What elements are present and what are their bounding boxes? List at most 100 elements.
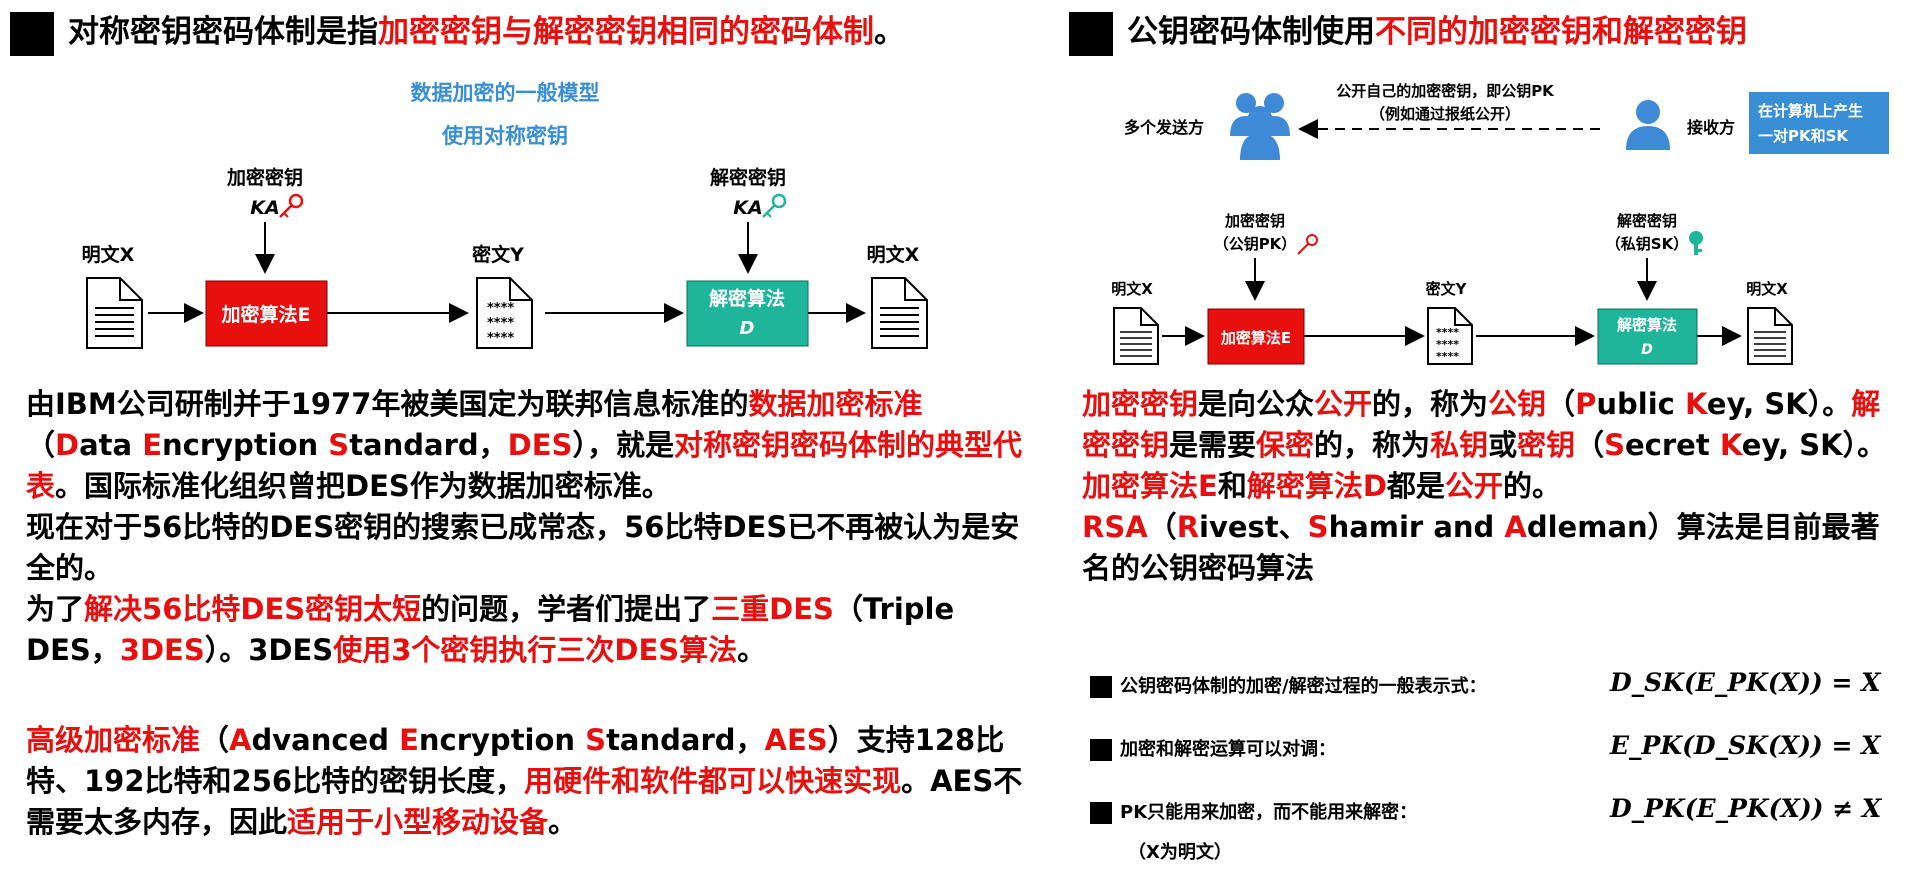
highlighted-text: S — [1604, 428, 1626, 462]
heading-highlight: 加密密钥与解密密钥相同的密码体制 — [378, 14, 874, 50]
highlighted-text: 加密密钥 — [1082, 387, 1199, 421]
body-text: 的，称为 — [1314, 428, 1431, 462]
body-text: （ — [1546, 387, 1576, 421]
key-pair-line-1: 在计算机上产生 — [1758, 102, 1863, 120]
aes-paragraph: 高级加密标准（Advanced Encryption Standard，AES）… — [26, 720, 1026, 843]
plaintext-in-document — [86, 277, 143, 349]
highlighted-text: K — [1684, 387, 1707, 421]
plaintext-out-label: 明文X — [867, 243, 920, 266]
body-text: hamir and — [1328, 510, 1505, 544]
des-paragraph: 由IBM公司研制并于1977年被美国定为联邦信息标准的数据加密标准（Data E… — [26, 384, 1026, 671]
formula-row-3: PK只能用来加密，而不能用来解密： D_PK(E_PK(X)) ≠ X — [1090, 794, 1918, 824]
enc-key-label: 加密密钥 — [1224, 212, 1285, 230]
formula-bullet — [1090, 802, 1112, 824]
body-text: tandard， — [349, 428, 508, 462]
highlighted-text: 使用3个密钥执行三次DES算法 — [333, 633, 738, 667]
formula-row-2: 加密和解密运算可以对调： E_PK(D_SK(X)) = X — [1090, 731, 1918, 761]
body-text: ey, SK）。 — [1706, 387, 1852, 421]
formula-label: 公钥密码体制的加密/解密过程的一般表示式： — [1120, 676, 1487, 697]
aes-text: 高级加密标准（Advanced Encryption Standard，AES）… — [26, 720, 1026, 843]
highlighted-text: S — [585, 723, 607, 757]
plaintext-out-label: 明文X — [1746, 280, 1788, 298]
cipher-marks-2: **** — [487, 316, 514, 331]
body-text: ）。3DES — [204, 633, 334, 667]
body-text: 的。 — [1502, 469, 1561, 503]
highlighted-text: 密钥 — [1517, 428, 1576, 462]
body-text: 或 — [1488, 428, 1518, 462]
highlighted-text: 公钥 — [1488, 387, 1547, 421]
highlighted-text: R — [1176, 510, 1200, 544]
cipher-marks-1: **** — [1436, 326, 1459, 339]
dec-algo-box — [1597, 308, 1698, 365]
body-text: （ — [200, 723, 230, 757]
body-text: 都是 — [1386, 469, 1445, 503]
enc-key-label: 加密密钥 — [226, 166, 303, 189]
ciphertext-label: 密文Y — [1426, 280, 1468, 298]
dec-key-name: KA — [733, 197, 762, 219]
body-text: 。AES不需要太多内存，因此 — [26, 764, 1023, 839]
formula-row-1: 公钥密码体制的加密/解密过程的一般表示式： D_SK(E_PK(X)) = X — [1090, 668, 1918, 698]
body-text: dvanced — [251, 723, 400, 757]
enc-key-icon — [279, 193, 304, 218]
formula-label: PK只能用来加密，而不能用来解密： — [1120, 802, 1418, 823]
body-text: 的问题，学者们提出了 — [421, 592, 712, 626]
highlighted-text: E — [142, 428, 163, 462]
heading-bullet — [10, 11, 54, 56]
body-text: ey, SK）。 — [1741, 428, 1887, 462]
body-text: （ — [1147, 510, 1177, 544]
symmetric-heading: 对称密钥密码体制是指加密密钥与解密密钥相同的密码体制。 — [10, 6, 905, 56]
model-title: 数据加密的一般模型 — [411, 81, 600, 105]
highlighted-text: DES — [507, 428, 573, 462]
body-text: tandard， — [606, 723, 765, 757]
highlighted-text: 公开 — [1444, 469, 1503, 503]
plaintext-note: （X为明文） — [1128, 842, 1232, 863]
highlighted-text: 私钥 — [1430, 428, 1489, 462]
highlighted-text: S — [1307, 510, 1329, 544]
formula-label: 加密和解密运算可以对调： — [1120, 739, 1336, 760]
formula-bullet — [1090, 676, 1112, 698]
dec-algo-box — [686, 280, 809, 347]
private-key-icon — [1689, 231, 1703, 255]
highlighted-text: RSA — [1082, 510, 1148, 544]
body-text: （ — [26, 428, 56, 462]
body-text: （Triple DES， — [26, 592, 955, 667]
highlighted-text: 公开 — [1314, 387, 1373, 421]
body-text: 。国际标准化组织曾把DES作为数据加密标准。 — [55, 469, 671, 503]
rsa-text: RSA（Rivest、Shamir and Adleman）算法是目前最著名的公… — [1082, 507, 1894, 589]
body-text: ecret — [1625, 428, 1720, 462]
dec-algo-label-2: D — [740, 318, 755, 339]
body-text: dleman）算法是目前最著名的公钥密码算法 — [1082, 510, 1880, 585]
highlighted-text: 加密算法E — [1082, 469, 1218, 503]
des-intro: 由IBM公司研制并于1977年被美国定为联邦信息标准的数据加密标准（Data E… — [26, 384, 1026, 507]
heading-bullet — [1069, 11, 1113, 56]
heading-plain: 公钥密码体制使用 — [1127, 14, 1375, 50]
highlighted-text: AES — [764, 723, 828, 757]
highlighted-text: 三重DES — [711, 592, 834, 626]
body-text: 和 — [1217, 469, 1247, 503]
symmetric-model-diagram: 数据加密的一般模型 使用对称密钥 加密密钥 KA 解密密钥 KA 明文X 密文Y… — [82, 81, 928, 349]
highlighted-text: K — [1719, 428, 1742, 462]
cipher-marks-3: **** — [487, 331, 514, 346]
publish-line-2: （例如通过报纸公开） — [1370, 105, 1520, 123]
highlighted-text: 对称密钥密码体制的典型代表 — [26, 428, 1022, 503]
key-pair-line-2: 一对PK和SK — [1758, 127, 1849, 145]
highlighted-text: 适用于小型移动设备 — [287, 805, 549, 839]
enc-key-name: （公钥PK） — [1214, 235, 1297, 253]
enc-algo-box — [205, 280, 328, 347]
body-text: ublic — [1596, 387, 1685, 421]
triple-des: 为了解决56比特DES密钥太短的问题，学者们提出了三重DES（Triple DE… — [26, 589, 1026, 671]
formula-expr: D_SK(E_PK(X)) = X — [1610, 668, 1881, 697]
highlighted-text: D — [55, 428, 80, 462]
body-text: ）支持128比特、192比特和256比特的密钥长度， — [26, 723, 1005, 798]
public-key-model-diagram: 多个发送方 公开自己的加密密钥，即公钥PK （例如通过报纸公开） 接收方 在计算… — [1111, 82, 1889, 365]
body-text: 。 — [548, 805, 578, 839]
body-text: 。 — [737, 633, 767, 667]
highlighted-text: E — [399, 723, 419, 757]
highlighted-text: S — [328, 428, 350, 462]
body-text: ncryption — [162, 428, 329, 462]
formula-bullet — [1090, 739, 1112, 761]
public-key-paragraph: 加密密钥是向公众公开的，称为公钥（Public Key, SK）。解密密钥是需要… — [1082, 384, 1894, 589]
plaintext-in-label: 明文X — [82, 243, 135, 266]
plaintext-in-label: 明文X — [1111, 280, 1153, 298]
heading-tail: 。 — [874, 14, 905, 50]
